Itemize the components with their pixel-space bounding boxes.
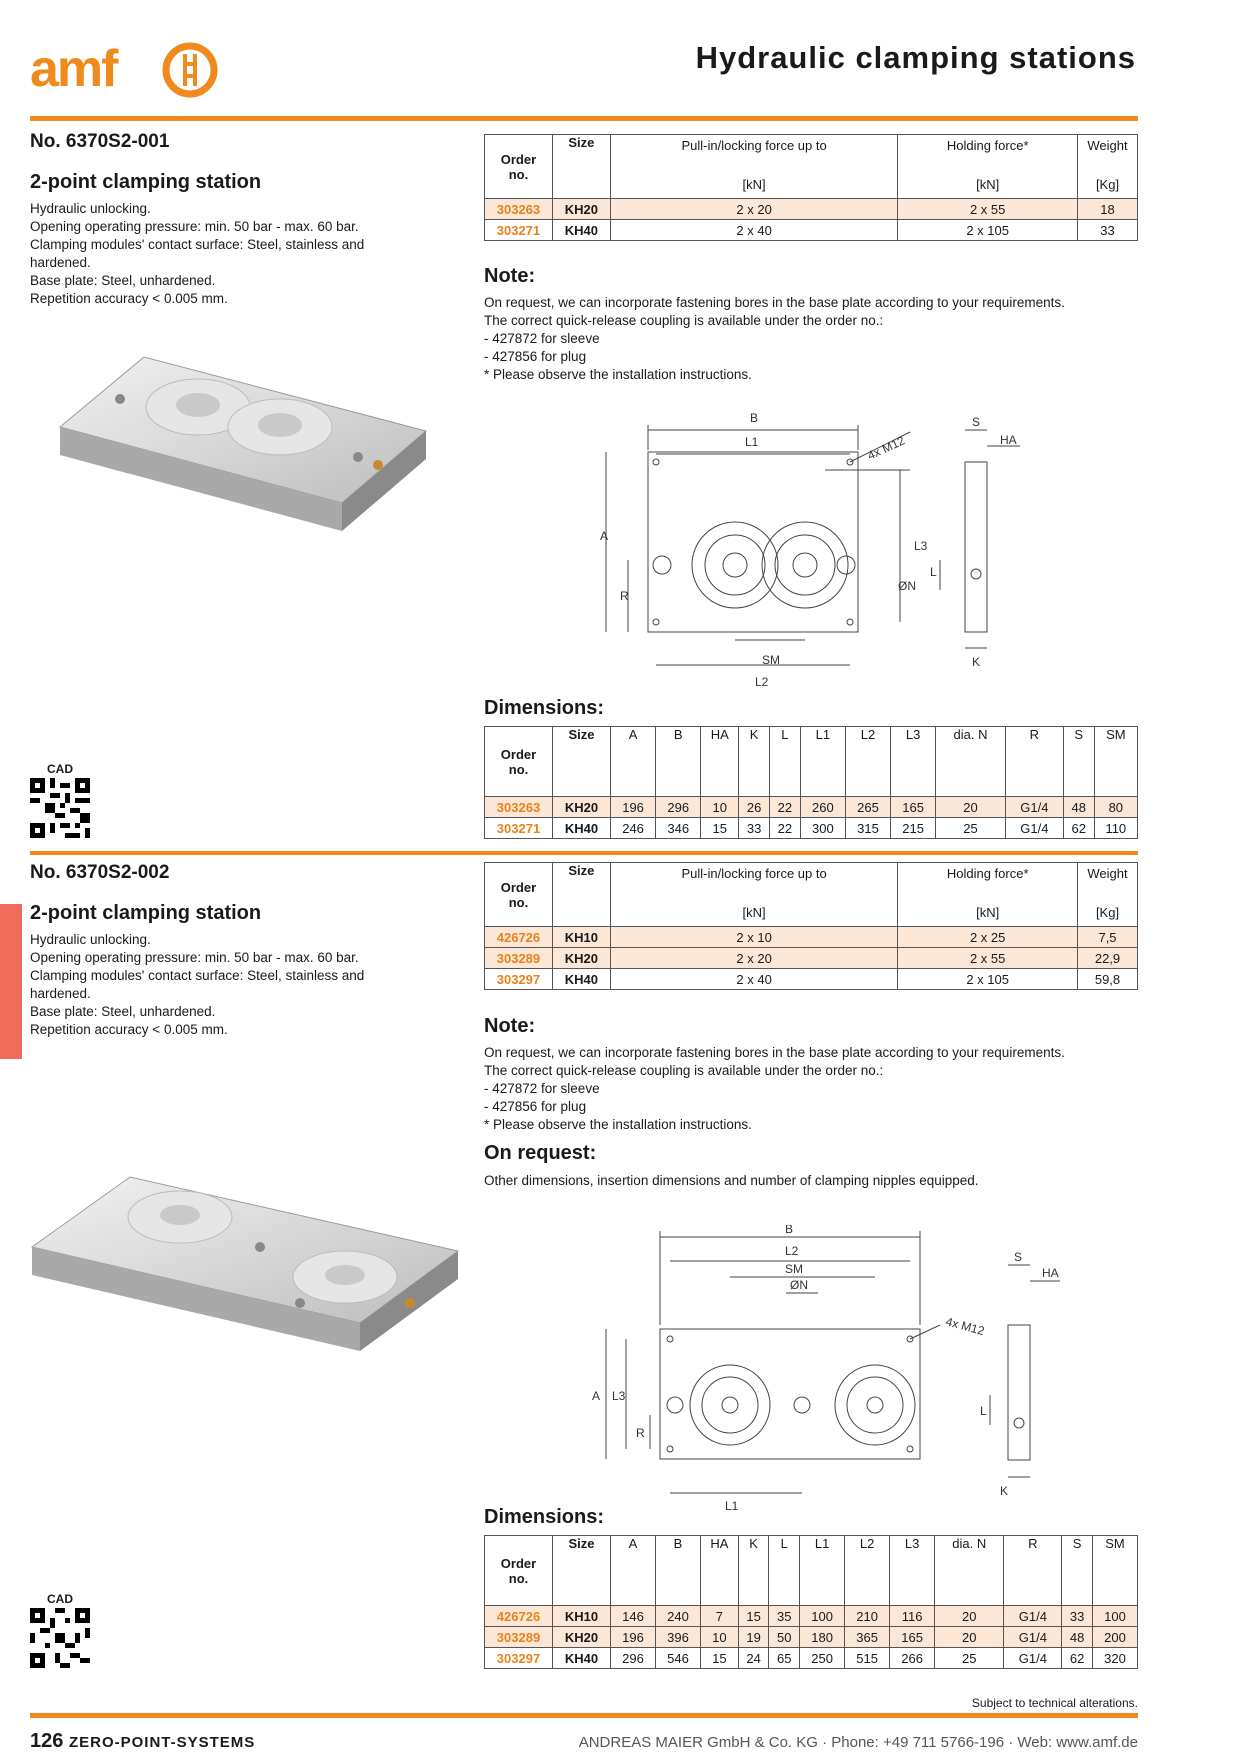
table-row: 303289 KH20 2 x 20 2 x 55 22,9 bbox=[484, 947, 1138, 969]
svg-text:HA: HA bbox=[1000, 433, 1017, 447]
product-name: 2-point clamping station bbox=[30, 171, 262, 193]
header-rule bbox=[30, 116, 1138, 121]
product-description: Hydraulic unlocking. Opening operating p… bbox=[30, 932, 365, 1037]
svg-text:K: K bbox=[972, 655, 980, 669]
svg-text:S: S bbox=[1014, 1250, 1022, 1264]
table-row: 303297 KH40 2 x 40 2 x 105 59,8 bbox=[484, 968, 1138, 990]
note-heading: Note: bbox=[484, 1015, 536, 1037]
product-number: No. 6370S2-001 bbox=[30, 131, 170, 152]
qr-code-icon[interactable] bbox=[30, 778, 90, 838]
technical-drawing-2: B L2 SM ØN 4x M12 A L3 R L1 S HA L K bbox=[592, 1225, 1060, 1513]
table-row: 303297 KH40 296 546 15 24 65 250 515 266… bbox=[484, 1647, 1139, 1669]
cad-qr-2[interactable]: CAD bbox=[30, 1592, 90, 1668]
table-row: 303271 KH40 2 x 40 2 x 105 33 bbox=[484, 219, 1138, 241]
product-image-2 bbox=[30, 1176, 460, 1351]
table-row: 303263 KH20 2 x 20 2 x 55 18 bbox=[484, 198, 1138, 220]
amf-logo: amf bbox=[30, 40, 218, 98]
logo-wordmark: amf bbox=[30, 40, 119, 98]
subject-to-alterations: Subject to technical alterations. bbox=[971, 1696, 1138, 1710]
footer-rule bbox=[30, 1713, 1138, 1718]
svg-text:L2: L2 bbox=[755, 675, 769, 689]
svg-text:B: B bbox=[785, 1225, 793, 1236]
section-rule bbox=[30, 851, 1138, 855]
section-name: ZERO-POINT-SYSTEMS bbox=[68, 1734, 256, 1751]
cad-label: CAD bbox=[47, 762, 73, 776]
table-row: 303289 KH20 196 396 10 19 50 180 365 165… bbox=[484, 1626, 1139, 1648]
note-heading: Note: bbox=[484, 265, 536, 287]
svg-text:L2: L2 bbox=[785, 1244, 799, 1258]
page-title: Hydraulic clamping stations bbox=[695, 40, 1136, 75]
svg-text:SM: SM bbox=[785, 1262, 803, 1276]
svg-text:4x M12: 4x M12 bbox=[865, 433, 907, 462]
svg-text:HA: HA bbox=[1042, 1266, 1059, 1280]
product-image-1 bbox=[58, 356, 428, 531]
svg-text:A: A bbox=[592, 1389, 600, 1403]
svg-text:L: L bbox=[980, 1404, 987, 1418]
product-info-1: No. 6370S2-001 2-point clamping station … bbox=[30, 131, 450, 308]
cad-label: CAD bbox=[47, 1592, 73, 1606]
dimensions-heading: Dimensions: bbox=[484, 1506, 605, 1528]
table-row: 303263 KH20 196 296 10 26 22 260 265 165… bbox=[484, 796, 1139, 818]
svg-text:4x M12: 4x M12 bbox=[944, 1314, 986, 1338]
svg-text:K: K bbox=[1000, 1484, 1008, 1498]
svg-text:SM: SM bbox=[762, 653, 780, 667]
svg-text:L1: L1 bbox=[745, 435, 759, 449]
dimensions-heading: Dimensions: bbox=[484, 697, 605, 719]
note-text: On request, we can incorporate fastening… bbox=[484, 1045, 1065, 1132]
qr-code-icon[interactable] bbox=[30, 1608, 90, 1668]
note-text: On request, we can incorporate fastening… bbox=[484, 295, 1065, 382]
product-number: No. 6370S2-002 bbox=[30, 862, 170, 883]
product-info-2: No. 6370S2-002 2-point clamping station … bbox=[30, 862, 450, 1039]
svg-text:R: R bbox=[620, 589, 629, 603]
product-name: 2-point clamping station bbox=[30, 902, 262, 924]
svg-text:L3: L3 bbox=[612, 1389, 626, 1403]
svg-text:L3: L3 bbox=[914, 539, 928, 553]
svg-text:R: R bbox=[636, 1426, 645, 1440]
on-request-heading: On request: bbox=[484, 1142, 597, 1164]
table-row: 303271 KH40 246 346 15 33 22 300 315 215… bbox=[484, 817, 1139, 839]
svg-text:ØN: ØN bbox=[790, 1278, 808, 1292]
technical-drawing-1: B L1 4x M12 A R ØN L3 SM L2 S HA L K bbox=[600, 411, 1020, 689]
page-number: 126 bbox=[30, 1730, 64, 1752]
company-info: ANDREAS MAIER GmbH & Co. KG · Phone: +49… bbox=[578, 1734, 1138, 1751]
cad-qr-1[interactable]: CAD bbox=[30, 762, 90, 838]
svg-text:S: S bbox=[972, 415, 980, 429]
svg-text:A: A bbox=[600, 529, 608, 543]
svg-text:ØN: ØN bbox=[898, 579, 916, 593]
svg-text:B: B bbox=[750, 411, 758, 425]
table-row: 426726 KH10 2 x 10 2 x 25 7,5 bbox=[484, 926, 1138, 948]
chapter-tab bbox=[0, 904, 22, 1059]
col-size: Size bbox=[551, 134, 611, 199]
product-description: Hydraulic unlocking. Opening operating p… bbox=[30, 201, 365, 306]
svg-text:L: L bbox=[930, 565, 937, 579]
page-footer-left: 126 ZERO-POINT-SYSTEMS bbox=[30, 1730, 255, 1753]
svg-text:L1: L1 bbox=[725, 1499, 739, 1513]
on-request-text: Other dimensions, insertion dimensions a… bbox=[484, 1173, 979, 1188]
table-row: 426726 KH10 146 240 7 15 35 100 210 116 … bbox=[484, 1605, 1139, 1627]
